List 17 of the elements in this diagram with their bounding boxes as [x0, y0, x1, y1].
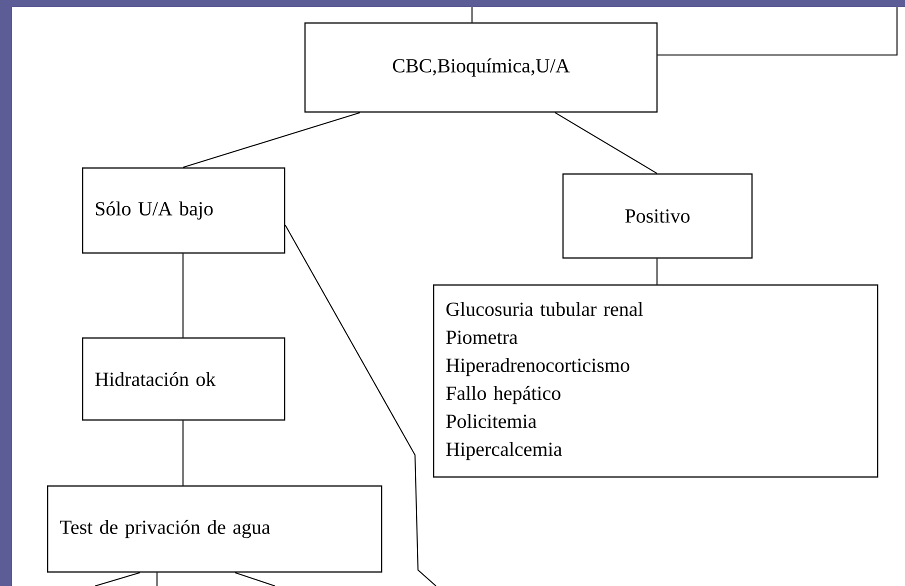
list-box: Glucosuria tubular renal Piometra Hiperadrenocorticismo Fallo hepático Policitemia Hipercalcemia	[433, 284, 878, 478]
connector-line	[182, 420, 184, 486]
connector-line	[554, 112, 658, 174]
process-box: Hidratación ok	[82, 337, 286, 421]
connector-line	[156, 572, 158, 586]
connector-line	[471, 7, 473, 22]
connector-line	[182, 254, 184, 338]
process-box: Sólo U/A bajo	[82, 167, 286, 254]
process-box: Positivo	[562, 173, 753, 259]
connector-line	[658, 7, 898, 56]
process-box: CBC,Bioquímica,U/A	[304, 22, 658, 113]
connector-line	[94, 572, 140, 586]
process-box: Test de privación de agua	[47, 485, 382, 573]
connector-line	[234, 572, 276, 586]
connector-line	[284, 224, 436, 586]
connector-line	[182, 112, 360, 168]
connector-line	[656, 258, 658, 284]
